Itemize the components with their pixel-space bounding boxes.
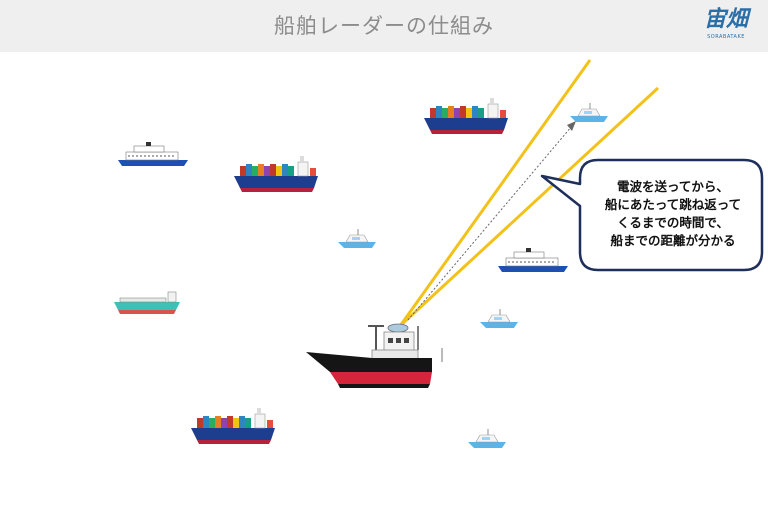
yacht-icon bbox=[479, 308, 519, 329]
header-bar: 船舶レーダーの仕組み 宙畑 SORABATAKE bbox=[0, 0, 768, 52]
page-title: 船舶レーダーの仕組み bbox=[274, 14, 494, 38]
logo-subtext: SORABATAKE bbox=[707, 34, 745, 40]
yacht-icon bbox=[337, 228, 377, 249]
ferry-icon bbox=[497, 247, 569, 273]
yacht-icon bbox=[569, 102, 609, 123]
container-ship-icon bbox=[190, 407, 276, 445]
explanation-callout bbox=[540, 158, 764, 272]
echo-arrow bbox=[407, 121, 576, 321]
callout-line: 電波を送ってから、 bbox=[617, 179, 729, 194]
callout-line: くるまでの時間で、 bbox=[617, 215, 729, 230]
container-ship-icon bbox=[233, 155, 319, 193]
ferry-icon bbox=[117, 141, 189, 167]
yacht-icon bbox=[467, 428, 507, 449]
sorabatake-logo: 宙畑 SORABATAKE bbox=[698, 6, 754, 48]
tanker-icon bbox=[113, 291, 181, 315]
radar-beam bbox=[398, 59, 660, 328]
logo-mark: 宙畑 bbox=[703, 7, 748, 32]
container-ship-icon bbox=[423, 97, 509, 135]
callout-line: 船にあたって跳ね返って bbox=[604, 197, 742, 212]
callout-line: 船までの距離が分かる bbox=[610, 233, 736, 248]
fishing-vessel-icon bbox=[306, 323, 443, 388]
callout-text: 電波を送ってから、 船にあたって跳ね返って くるまでの時間で、 船までの距離が分… bbox=[588, 178, 758, 250]
